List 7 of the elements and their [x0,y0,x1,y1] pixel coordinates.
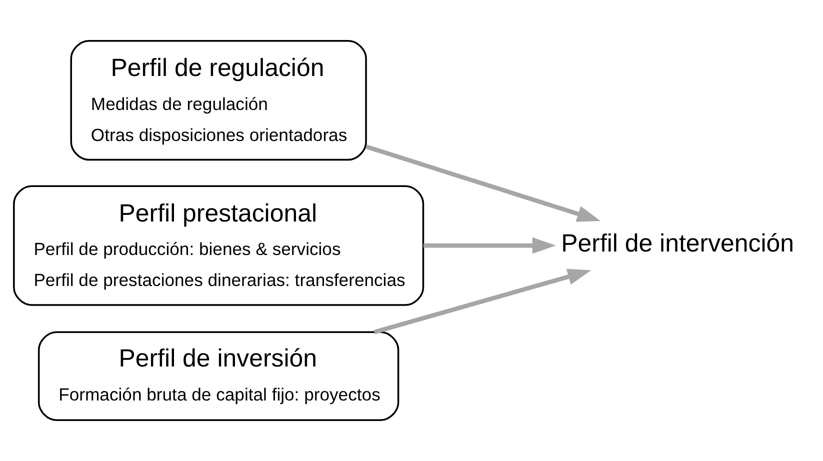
arrow [365,144,601,222]
node-box: Perfil prestacional Perfil de producción: bienes & servicios Perfil de prestaciones dinerarias: transferencias [13,185,424,306]
node-text: Perfil de intervención [561,230,794,258]
node-box: Perfil de regulación Medidas de regulación Otras disposiciones orientadoras [70,40,367,161]
arrow [374,268,592,334]
node-box: Perfil de inversión Formación bruta de capital fijo: proyectos [38,331,400,421]
arrow [423,237,556,254]
